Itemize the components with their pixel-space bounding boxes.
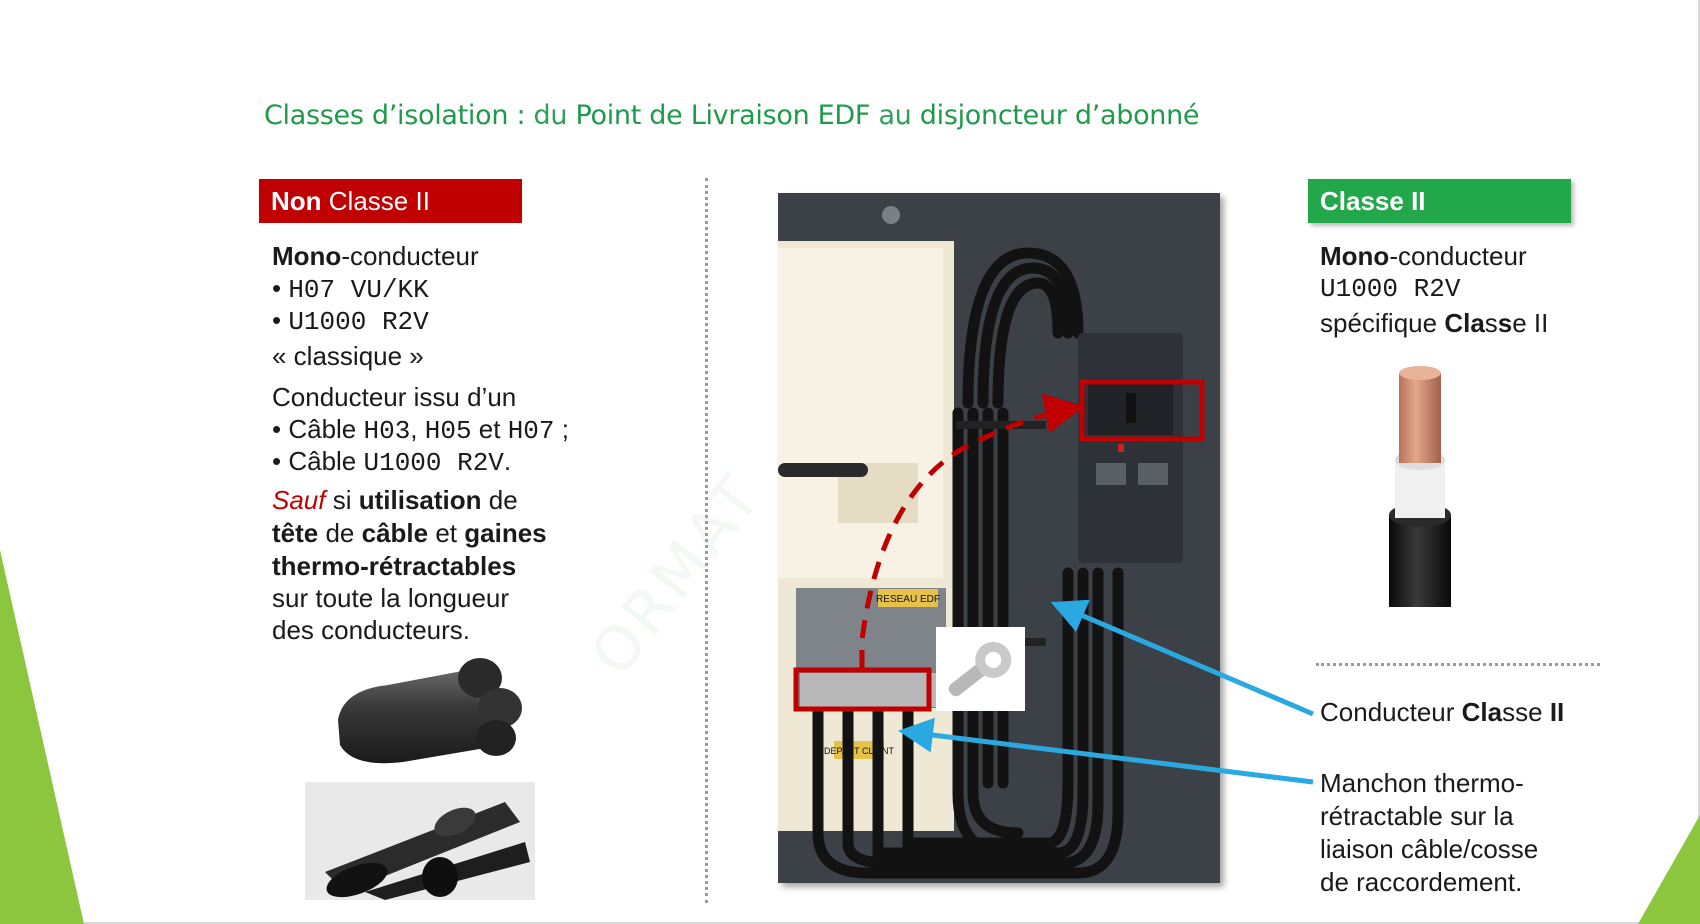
cable-ref: U1000 R2V bbox=[288, 307, 429, 337]
electrical-panel-photo: RESEAU EDF DEPART CLIENT bbox=[778, 193, 1220, 883]
text: et bbox=[428, 518, 465, 548]
text: et bbox=[471, 414, 508, 444]
slide-border-right bbox=[1698, 0, 1700, 924]
text: Câble bbox=[288, 414, 364, 444]
title-part: au bbox=[870, 100, 920, 131]
text: -conducteur bbox=[341, 241, 479, 271]
bold-text: thermo-rétractables bbox=[272, 551, 517, 581]
text: si bbox=[325, 485, 359, 515]
text: de bbox=[318, 518, 362, 548]
bold-text: utilisation bbox=[358, 485, 482, 515]
badge-bold-text: Non bbox=[271, 186, 322, 216]
cable-lug-image bbox=[936, 627, 1025, 711]
manchon-line-2: rétractable sur la bbox=[1320, 801, 1514, 831]
column-divider bbox=[705, 178, 708, 903]
classe-ii-badge: Classe II bbox=[1308, 179, 1571, 223]
specifique-classe-ii: spécifique Classe II bbox=[1320, 307, 1548, 339]
manchon-line-4: de raccordement. bbox=[1320, 867, 1523, 897]
slide-title: Classes d’isolation : du Point de Livrai… bbox=[264, 100, 1200, 131]
sur-line: sur toute la longueur bbox=[272, 583, 510, 613]
classique-label: « classique » bbox=[272, 341, 424, 371]
text: Conducteur bbox=[1320, 697, 1462, 727]
right-cable-ref: U1000 R2V bbox=[1320, 274, 1461, 304]
conducteur-issu-label: Conducteur issu d’un bbox=[272, 382, 517, 412]
text: , bbox=[410, 414, 425, 444]
text: Câble bbox=[288, 446, 364, 476]
text: sse bbox=[1502, 697, 1543, 727]
text: -conducteur bbox=[1389, 241, 1527, 271]
heat-shrink-tubes-image bbox=[305, 782, 535, 900]
reseau-edf-label: RESEAU EDF bbox=[876, 594, 940, 605]
cable-ref: H05 bbox=[424, 416, 472, 446]
text: e II bbox=[1512, 308, 1549, 338]
bold-text: Cla bbox=[1461, 697, 1503, 727]
cable-ref: H07 bbox=[507, 416, 555, 446]
text: . bbox=[503, 446, 512, 476]
sauf-line: Sauf si utilisation de bbox=[272, 484, 518, 516]
tete-line: tête de câble et gaines bbox=[272, 517, 547, 549]
des-line: des conducteurs. bbox=[272, 615, 471, 645]
manchon-line-3: liaison câble/cosse bbox=[1320, 834, 1539, 864]
bold-text: s bbox=[1497, 308, 1513, 338]
green-corner-left-decoration bbox=[0, 550, 84, 924]
text: de bbox=[481, 485, 518, 515]
title-part: Classes d’isolation : bbox=[264, 100, 526, 131]
bold-text: tête bbox=[272, 518, 319, 548]
thermo-line: thermo-rétractables bbox=[272, 550, 516, 582]
bold-text: Mono bbox=[272, 241, 342, 271]
title-part: Point de Livraison EDF bbox=[575, 100, 871, 131]
non-classe-ii-badge: Non Classe II bbox=[259, 179, 522, 223]
cable-ref: H03 bbox=[363, 416, 411, 446]
left-mono-conducteur: Mono-conducteur bbox=[272, 240, 479, 272]
left-cable-bullet-2: • Câble U1000 R2V. bbox=[272, 446, 512, 478]
right-divider bbox=[1316, 663, 1600, 666]
cable-ref: H07 VU/KK bbox=[288, 275, 429, 305]
title-part: du bbox=[525, 100, 576, 131]
conducteur-classe-ii-label: Conducteur Classe II bbox=[1320, 696, 1564, 728]
badge-text: Classe II bbox=[321, 186, 430, 216]
manchon-line-1: Manchon thermo- bbox=[1320, 768, 1524, 798]
left-bullet-2: • U1000 R2V bbox=[272, 305, 429, 337]
slide-border-bottom bbox=[0, 922, 1700, 924]
depart-client-label: DEPART CLIENT bbox=[824, 746, 895, 756]
left-bullet-1: • H07 VU/KK bbox=[272, 273, 429, 305]
left-cable-bullet-1: • Câble H03, H05 et H07 ; bbox=[272, 414, 569, 446]
cable-ref: U1000 R2V bbox=[363, 448, 504, 478]
sauf-text: Sauf bbox=[272, 485, 326, 515]
watermark-decoration: ORMAT bbox=[577, 461, 777, 689]
heat-shrink-cap-image bbox=[338, 658, 522, 764]
green-corner-right-decoration bbox=[1638, 815, 1700, 924]
classe-ii-cable-image bbox=[1389, 366, 1451, 607]
right-mono-conducteur: Mono-conducteur bbox=[1320, 240, 1527, 272]
bold-text: gaines bbox=[464, 518, 547, 548]
bold-text: II bbox=[1542, 697, 1565, 727]
bold-text: câble bbox=[361, 518, 429, 548]
text: spécifique bbox=[1320, 308, 1445, 338]
text: ; bbox=[554, 414, 569, 444]
text: s bbox=[1484, 308, 1498, 338]
bold-text: Cla bbox=[1444, 308, 1485, 338]
bold-text: Mono bbox=[1320, 241, 1390, 271]
title-part: disjoncteur d’abonné bbox=[919, 100, 1200, 131]
